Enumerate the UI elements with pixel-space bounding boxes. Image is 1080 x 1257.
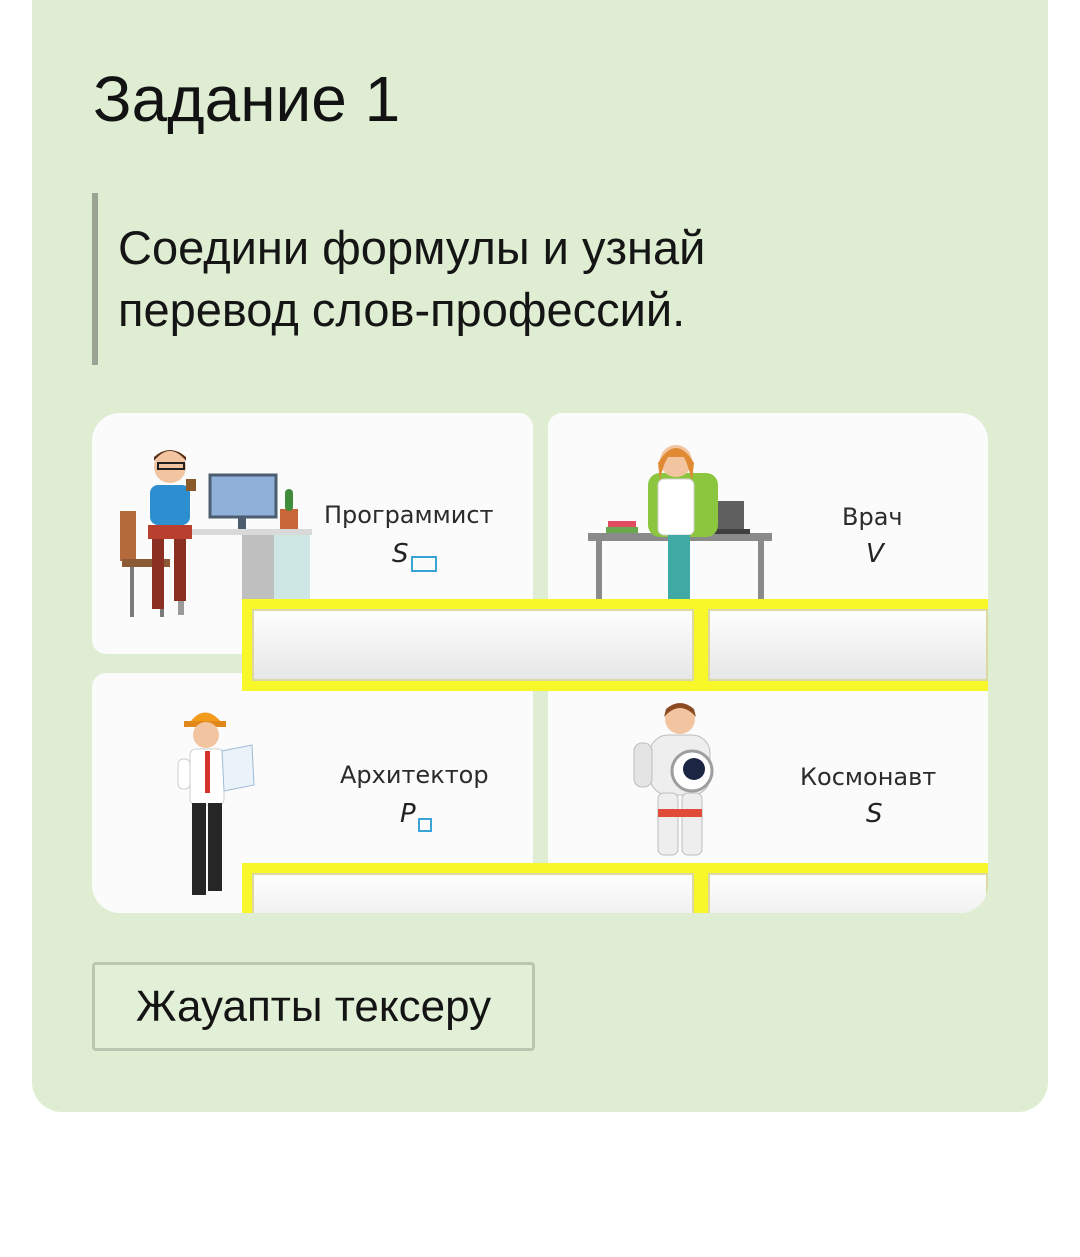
task-title: Задание 1 xyxy=(93,63,401,135)
card-label-architect: Архитектор xyxy=(340,761,489,789)
formula-letter: P xyxy=(400,799,416,829)
programmer-illustration xyxy=(120,450,312,621)
slot-inner xyxy=(708,873,988,913)
astronaut-illustration xyxy=(633,703,714,856)
check-answer-button[interactable]: Жауапты тексеру xyxy=(92,962,535,1051)
card-formula-architect: P xyxy=(400,799,432,832)
formula-letter: S xyxy=(392,539,409,569)
instruction-text-line-2: перевод слов-профессий. xyxy=(118,283,686,336)
answer-slot-programmer[interactable] xyxy=(242,599,704,691)
doctor-illustration xyxy=(588,445,772,601)
answer-slot-doctor[interactable] xyxy=(698,599,988,691)
formula-subscript-box xyxy=(417,818,432,832)
card-formula-programmer: S xyxy=(392,539,437,572)
matching-game[interactable]: Программист S xyxy=(92,413,988,913)
card-label-doctor: Врач xyxy=(842,503,903,531)
task-card: Задание 1 Соедини формулы и узнай перево… xyxy=(32,0,1048,1112)
card-formula-doctor: V xyxy=(866,539,884,569)
formula-subscript-box xyxy=(410,556,437,572)
slot-inner xyxy=(252,873,694,913)
answer-slot-astronaut[interactable] xyxy=(698,863,988,913)
architect-illustration xyxy=(177,712,255,895)
answer-slot-architect[interactable] xyxy=(242,863,704,913)
card-label-astronaut: Космонавт xyxy=(800,763,937,791)
slot-inner xyxy=(252,609,694,681)
card-formula-astronaut: S xyxy=(866,799,883,829)
instruction-quote: Соедини формулы и узнай перевод слов-про… xyxy=(92,193,972,365)
instruction-text-line-1: Соедини формулы и узнай xyxy=(118,221,706,274)
slot-inner xyxy=(708,609,988,681)
card-label-programmer: Программист xyxy=(324,501,494,529)
